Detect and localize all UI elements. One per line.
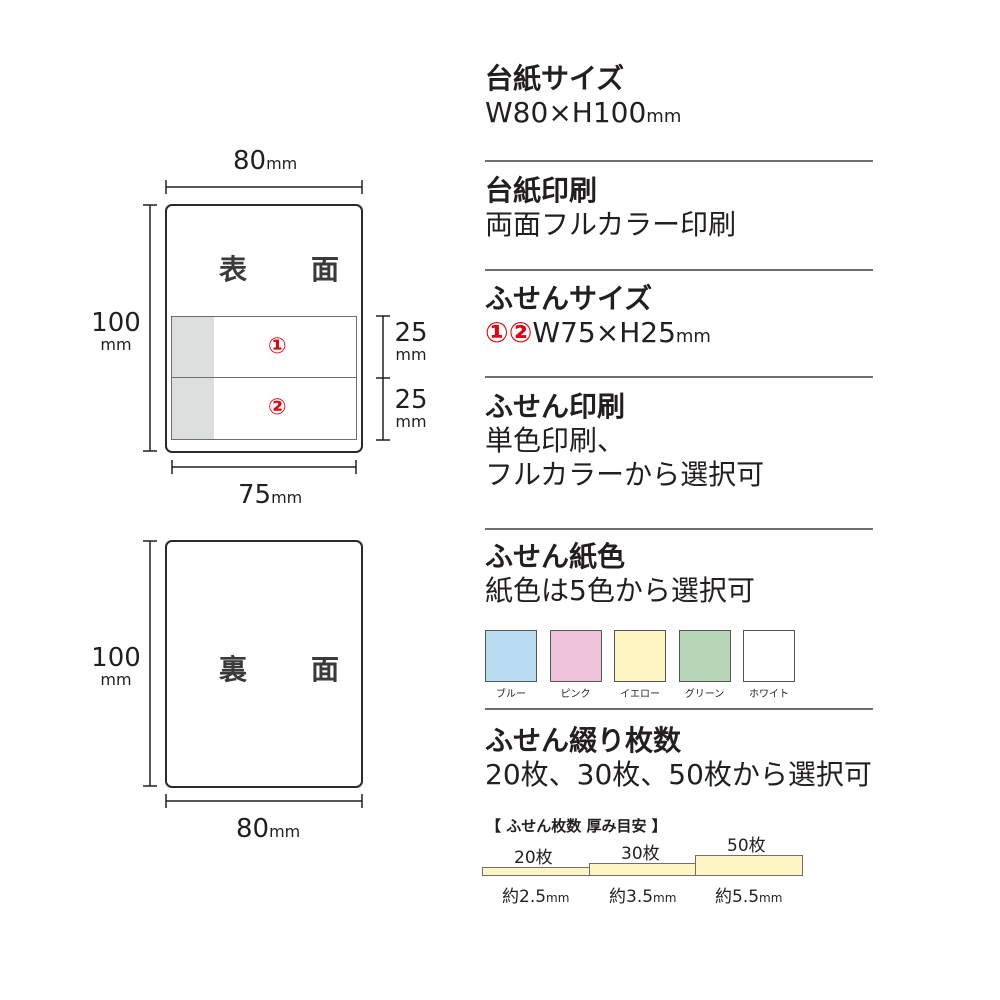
base-size-value: W80×H100mm (485, 96, 681, 134)
sticky-size-marks: ①② (485, 316, 533, 349)
sticky-width-dimension: 75mm (238, 480, 302, 513)
spec-sticky-count: ふせん綴り枚数 20枚、30枚、50枚から選択可 (485, 724, 872, 792)
base-print-title: 台紙印刷 (485, 174, 598, 207)
unit: mm (759, 891, 783, 905)
divider (485, 269, 873, 271)
base-print-value: 両面フルカラー印刷 (485, 208, 737, 241)
sticky-width-value: 75 (238, 480, 272, 510)
color-swatches: ブルー ピンク イエロー グリーン ホワイト (484, 630, 804, 700)
unit: mm (546, 891, 570, 905)
front-height-value: 100 (91, 308, 141, 338)
thickness-bar (482, 866, 590, 876)
color-swatch (614, 630, 666, 682)
sticky-2-number: ② (268, 395, 287, 420)
front-height-dimension: 100 mm (86, 310, 146, 354)
front-label: 表 面 (219, 253, 358, 286)
sticky-print-line1: 単色印刷、 (485, 424, 626, 457)
sticky-1-height-dimension: 25 mm (388, 320, 434, 364)
sticky-1-number: ① (268, 334, 287, 359)
spec-sticky-print: ふせん印刷 単色印刷、 フルカラーから選択可 (485, 390, 764, 492)
thickness-mm-label: 約2.5mm (502, 882, 569, 907)
thickness-sheets-label: 20枚 (514, 847, 553, 868)
unit: mm (395, 412, 427, 431)
sticky-note-1: ① (171, 316, 357, 379)
unit: mm (395, 345, 427, 364)
base-size-text: W80×H100 (485, 96, 647, 129)
sticky-color-title: ふせん紙色 (485, 540, 626, 573)
dimension-lines (143, 180, 390, 808)
thickness-bar (695, 855, 803, 876)
spec-base-size: 台紙サイズ W80×H100mm (485, 62, 681, 134)
thickness-mm-value: 約3.5 (609, 887, 654, 907)
unit: mm (266, 154, 298, 173)
sticky-size-text: W75×H25 (532, 316, 676, 349)
divider (485, 160, 873, 162)
divider (485, 528, 873, 530)
spec-sticky-color: ふせん紙色 紙色は5色から選択可 (485, 540, 755, 608)
base-size-title: 台紙サイズ (485, 62, 625, 95)
color-swatch (678, 630, 731, 682)
color-swatch-label: グリーン (684, 689, 725, 700)
color-swatch (743, 630, 795, 682)
thickness-title: 【 ふせん枚数 厚み目安 】 (486, 817, 667, 835)
unit: mm (653, 891, 677, 905)
thickness-sheets-label: 30枚 (621, 843, 660, 864)
front-width-dimension: 80mm (233, 146, 297, 179)
unit: mm (100, 670, 132, 689)
sticky-print-title: ふせん印刷 (485, 390, 626, 423)
sticky-2-height-value: 25 (394, 385, 428, 415)
thickness-mm-label: 約5.5mm (715, 882, 782, 907)
thickness-sheets-label: 50枚 (727, 836, 766, 857)
spec-sticky-size: ふせんサイズ ①②W75×H25mm (485, 282, 711, 354)
thickness-mm-value: 約2.5 (502, 887, 547, 907)
sticky-note-2: ② (171, 377, 357, 440)
unit: mm (675, 326, 711, 347)
glue-strip (172, 317, 214, 378)
color-swatch-label: ホワイト (749, 689, 789, 700)
thickness-mm-label: 約3.5mm (609, 882, 676, 907)
sticky-print-line2: フルカラーから選択可 (485, 458, 765, 491)
sticky-1-height-value: 25 (394, 318, 428, 348)
unit: mm (100, 335, 132, 354)
sticky-count-title: ふせん綴り枚数 (485, 724, 682, 757)
color-swatch-label: ブルー (496, 689, 526, 700)
thickness-mm-value: 約5.5 (715, 887, 760, 907)
sticky-count-value: 20枚、30枚、50枚から選択可 (485, 758, 872, 791)
divider (485, 376, 873, 378)
back-base-card: 裏 面 (165, 540, 363, 788)
back-width-value: 80 (236, 814, 270, 844)
sticky-size-title: ふせんサイズ (485, 282, 653, 315)
color-swatch (485, 630, 537, 682)
glue-strip (172, 378, 214, 439)
sticky-color-value: 紙色は5色から選択可 (485, 574, 755, 607)
back-height-dimension: 100 mm (86, 645, 146, 689)
spec-base-print: 台紙印刷 両面フルカラー印刷 (485, 174, 736, 242)
color-swatch (549, 630, 602, 682)
back-width-dimension: 80mm (236, 814, 300, 847)
sticky-2-height-dimension: 25 mm (388, 387, 434, 431)
back-label: 裏 面 (219, 653, 358, 686)
unit: mm (269, 822, 301, 841)
sticky-size-value: ①②W75×H25mm (485, 316, 711, 354)
unit: mm (271, 488, 303, 507)
divider (485, 708, 873, 710)
color-swatch-label: ピンク (560, 689, 591, 700)
back-height-value: 100 (91, 643, 141, 673)
front-width-value: 80 (233, 146, 267, 176)
thickness-bar (589, 862, 696, 876)
unit: mm (646, 106, 682, 127)
color-swatch-label: イエロー (620, 689, 660, 700)
